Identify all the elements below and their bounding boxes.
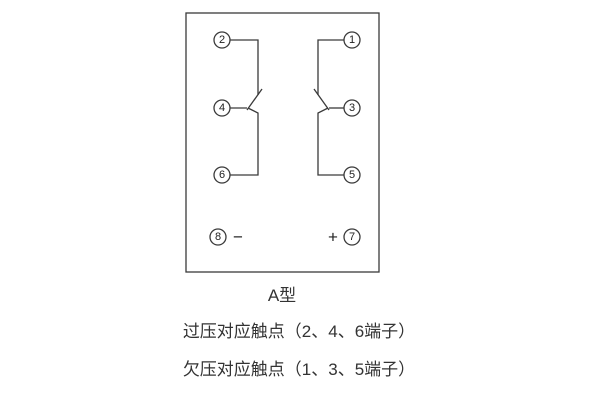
terminal-8: 8 xyxy=(209,228,227,246)
plus-sign: + xyxy=(328,228,338,247)
note-overvoltage: 过压对应触点（2、4、6端子） xyxy=(183,322,415,341)
terminal-8-label: 8 xyxy=(215,231,221,243)
wire-terminal-5 xyxy=(317,107,344,176)
diagram-title: A型 xyxy=(268,286,296,305)
terminal-4: 4 xyxy=(213,99,231,117)
note-undervoltage: 欠压对应触点（1、3、5端子） xyxy=(183,360,415,379)
terminal-2: 2 xyxy=(213,31,231,49)
minus-sign: − xyxy=(233,228,243,247)
wire-terminal-6 xyxy=(230,107,259,176)
terminal-2-label: 2 xyxy=(219,34,225,46)
contact-blade-left xyxy=(246,88,263,111)
wire-terminal-1 xyxy=(317,39,344,95)
terminal-6-label: 6 xyxy=(219,169,225,181)
terminal-6: 6 xyxy=(213,166,231,184)
terminal-3: 3 xyxy=(343,99,361,117)
wire-terminal-2 xyxy=(230,39,259,95)
terminal-5-label: 5 xyxy=(349,169,355,181)
terminal-7: 7 xyxy=(343,228,361,246)
terminal-4-label: 4 xyxy=(219,102,225,114)
terminal-1-label: 1 xyxy=(349,34,355,46)
relay-outline-box xyxy=(185,12,380,273)
terminal-3-label: 3 xyxy=(349,102,355,114)
terminal-5: 5 xyxy=(343,166,361,184)
terminal-1: 1 xyxy=(343,31,361,49)
contact-blade-right xyxy=(313,88,330,111)
terminal-7-label: 7 xyxy=(349,231,355,243)
